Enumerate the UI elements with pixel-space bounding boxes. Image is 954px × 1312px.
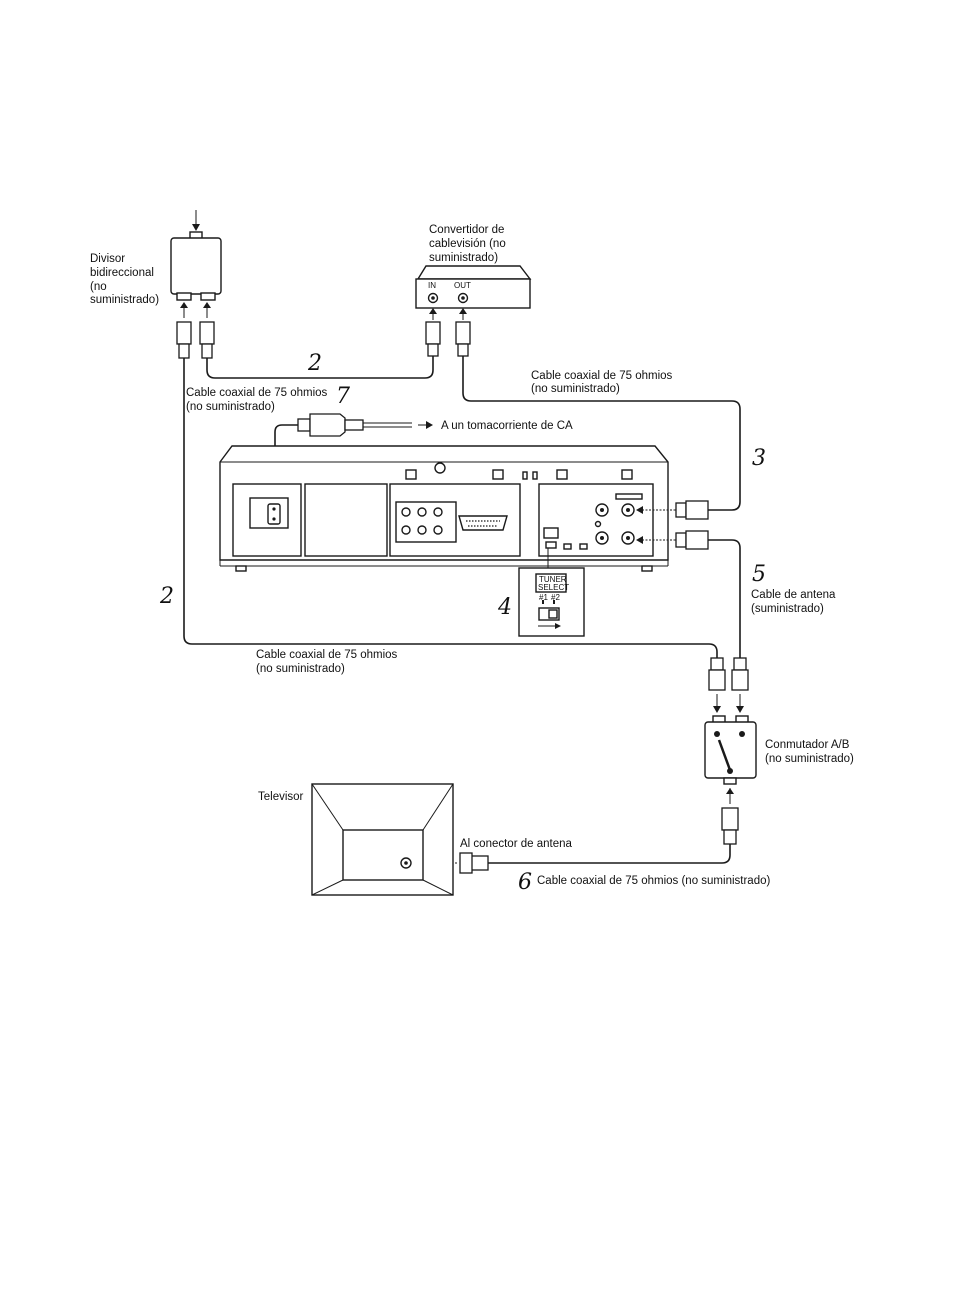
cable-converter-box <box>415 265 532 309</box>
splitter-label-line4: suministrado) <box>90 294 159 306</box>
splitter-left-plug <box>176 321 192 359</box>
cable-converter-to-vcr <box>462 356 741 511</box>
splitter-right-plug <box>199 321 215 359</box>
step-5: 5 <box>752 562 766 587</box>
vcr-antenna-out-plug <box>636 530 709 550</box>
cable-top-right-line2: (no suministrado) <box>531 383 620 395</box>
ab-switch-label-line2: (no suministrado) <box>765 753 854 765</box>
antenna-cable-line2: (suministrado) <box>751 603 824 615</box>
two-way-splitter <box>170 210 222 301</box>
cable-bottom-line1: Cable coaxial de 75 ohmios <box>256 649 398 661</box>
step-6: 6 <box>518 870 532 895</box>
step-2-bottom: 2 <box>159 584 174 609</box>
ab-switch-label-line1: Conmutador A/B <box>765 739 850 751</box>
cable-left-line1: Cable coaxial de 75 ohmios <box>186 387 328 399</box>
tuner-select-label-line1: TUNER <box>539 575 567 584</box>
ab-switch-input-b-plug <box>731 657 749 691</box>
ac-power-plug <box>274 413 433 500</box>
ac-outlet-label: A un tomacorriente de CA <box>441 420 573 432</box>
step-7: 7 <box>336 384 350 409</box>
antenna-cable-line1: Cable de antena <box>751 589 836 601</box>
converter-in-plug <box>425 321 441 357</box>
converter-label-line2: cablevisión (no <box>429 238 506 250</box>
converter-label-line1: Convertidor de <box>429 224 504 236</box>
cable-ab-switch-to-tv <box>488 844 731 864</box>
antenna-connector-label: Al conector de antena <box>460 838 572 850</box>
tuner-select-label-line2: SELECT <box>538 583 569 592</box>
converter-out-plug <box>455 321 471 357</box>
cable-splitter-to-converter <box>206 356 434 379</box>
step-2-top: 2 <box>307 351 322 376</box>
cable-bottom-line2: (no suministrado) <box>256 663 345 675</box>
ab-switch-input-a-plug <box>708 657 726 691</box>
television <box>311 783 454 896</box>
tuner-position-1: #1 <box>539 593 548 602</box>
vcr-antenna-in-plug <box>636 500 709 520</box>
step-4: 4 <box>497 595 512 620</box>
cable-left-line2: (no suministrado) <box>186 401 275 413</box>
ab-switch-output-plug <box>721 807 739 845</box>
ab-switch-box <box>704 715 757 785</box>
cable-top-right-line1: Cable coaxial de 75 ohmios <box>531 370 673 382</box>
converter-out-label: OUT <box>454 281 471 290</box>
antenna-cable-vcr-to-ab-switch <box>708 539 741 658</box>
splitter-label-line2: bidireccional <box>90 267 154 279</box>
cable-tv-label: Cable coaxial de 75 ohmios (no suministr… <box>537 875 770 887</box>
cable-splitter-to-ab-switch <box>183 358 718 658</box>
converter-label-line3: suministrado) <box>429 252 498 264</box>
tv-label: Televisor <box>258 791 304 803</box>
tuner-position-2: #2 <box>551 593 560 602</box>
tuner-select-detail <box>518 548 585 637</box>
vcr-rear-panel <box>219 445 669 572</box>
step-3: 3 <box>752 446 766 471</box>
splitter-label-line3: (no <box>90 281 107 293</box>
converter-in-label: IN <box>428 281 436 290</box>
splitter-label-line1: Divisor <box>90 253 125 265</box>
